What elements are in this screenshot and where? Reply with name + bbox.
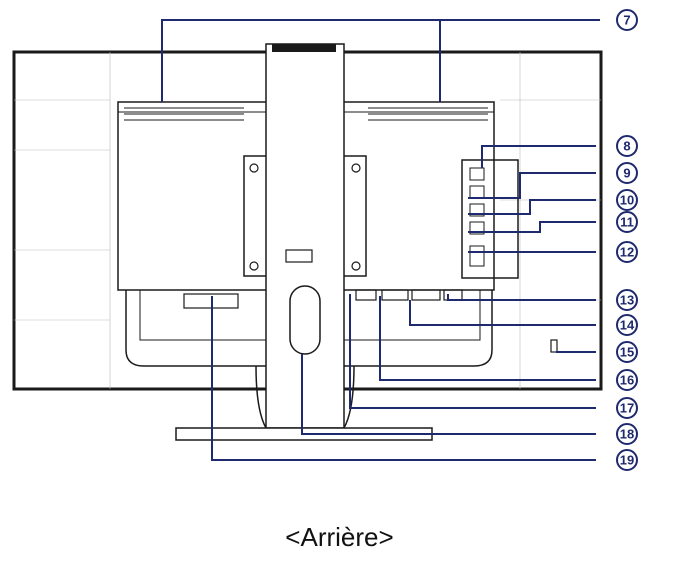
leader-19 [211, 296, 596, 461]
leader-7 [161, 19, 600, 102]
callout-8-number: 8 [623, 139, 630, 154]
callout-16-number: 16 [620, 373, 634, 388]
callout-17: 17 [616, 397, 638, 419]
side-panel [461, 159, 519, 279]
vents [124, 107, 488, 121]
leader-14 [409, 300, 596, 326]
security-slot [550, 339, 558, 353]
callout-11-number: 11 [620, 215, 634, 230]
callout-18-number: 18 [620, 427, 634, 442]
leader-9 [468, 172, 596, 199]
cable-hole [289, 285, 321, 355]
callout-10-number: 10 [620, 193, 634, 208]
leader-18 [301, 354, 596, 435]
callout-markers: 7 8 9 10 11 12 13 14 [616, 9, 638, 471]
leader-16 [379, 296, 596, 381]
callout-8: 8 [616, 135, 638, 157]
callout-19-number: 19 [620, 453, 634, 468]
callout-18: 18 [616, 423, 638, 445]
callout-15: 15 [616, 341, 638, 363]
leader-10 [468, 199, 596, 215]
diagram-caption: <Arrière> [285, 522, 394, 552]
stand-column [265, 43, 345, 429]
callout-16: 16 [616, 369, 638, 391]
callout-9-number: 9 [623, 166, 630, 181]
callout-14: 14 [616, 314, 638, 336]
callout-12: 12 [616, 241, 638, 263]
leader-13 [447, 294, 596, 301]
callout-12-number: 12 [620, 245, 634, 260]
leader-8 [481, 145, 596, 168]
callout-7-number: 7 [623, 13, 630, 28]
callout-19: 19 [616, 449, 638, 471]
leader-11 [468, 221, 596, 233]
stand-neck [255, 365, 355, 429]
callout-13: 13 [616, 289, 638, 311]
callout-leaders [161, 19, 600, 461]
callout-7: 7 [616, 9, 638, 31]
callout-9: 9 [616, 162, 638, 184]
lower-panel [125, 290, 493, 367]
callout-11: 11 [616, 211, 638, 233]
monitor-rear-drawing [12, 43, 603, 441]
callout-13-number: 13 [620, 293, 634, 308]
callout-15-number: 15 [620, 345, 634, 360]
leader-17 [349, 294, 596, 409]
stand-top-logo [272, 44, 336, 52]
callout-14-number: 14 [620, 318, 635, 333]
callout-10: 10 [616, 189, 638, 211]
callout-17-number: 17 [620, 401, 634, 416]
